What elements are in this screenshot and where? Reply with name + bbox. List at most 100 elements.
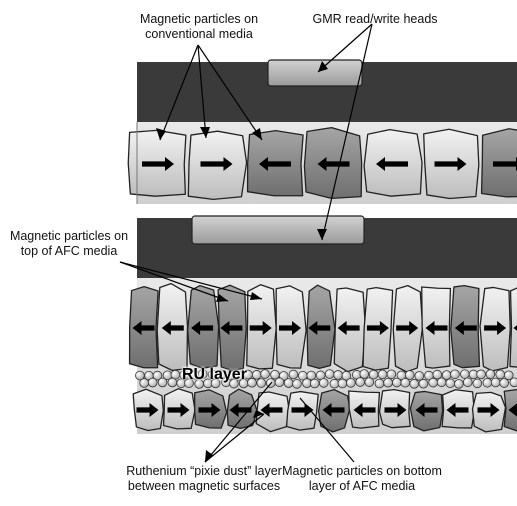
pixie-dust-particle-71	[392, 377, 402, 388]
pixie-dust-particle-78	[454, 379, 464, 389]
pixie-dust-particle-22	[324, 369, 335, 379]
afc-bottom-arrow-3	[198, 403, 221, 417]
pixie-dust-particle-23	[333, 370, 343, 380]
pixie-dust-particle-3	[152, 370, 163, 381]
pixie-dust-particle-15	[260, 369, 270, 379]
pixie-dust-particle-48	[184, 378, 194, 389]
pixie-dust-particle-26	[359, 369, 370, 379]
pixie-dust-particle-6	[179, 370, 189, 380]
conventional-gmr-slider	[267, 59, 363, 87]
afc-bottom-arrow-2	[167, 403, 190, 417]
pixie-dust-particle-8	[197, 369, 208, 379]
afc-bottom-arrow-9	[384, 403, 407, 417]
pixie-dust-particle-72	[400, 377, 411, 388]
pixie-dust-particle-69	[374, 378, 385, 389]
pixie-dust-particle-37	[460, 369, 470, 379]
leader-afc-top-1	[119, 261, 229, 302]
pixie-dust-particle-58	[274, 377, 285, 388]
pixie-dust-particle-84	[509, 377, 517, 388]
pixie-dust-particle-41	[495, 369, 506, 380]
label-conventional-particles: Magnetic particles on conventional media	[139, 12, 259, 41]
pixie-dust-particle-18	[288, 369, 299, 380]
pixie-dust-particle-76	[436, 377, 447, 388]
afc-bottom-arrow-12	[477, 403, 500, 417]
pixie-dust-particle-46	[167, 377, 178, 388]
pixie-dust-particle-75	[428, 377, 438, 388]
leader-lines	[119, 23, 373, 463]
afc-top-arrow-5	[249, 321, 272, 335]
afc-top-arrow-14	[513, 325, 517, 331]
label-pixie-dust: Ruthenium “pixie dust” layer between mag…	[126, 464, 282, 493]
pixie-dust-particle-82	[490, 377, 501, 388]
pixie-dust-particle-31	[404, 370, 415, 380]
label-afc-top-particles: Magnetic particles on top of AFC media	[9, 229, 129, 258]
afc-top-grain-row	[128, 282, 517, 373]
leader-arrowheads	[156, 61, 328, 462]
afc-bottom-arrow-6	[291, 403, 314, 417]
leader-afc-bottom	[299, 397, 355, 463]
pixie-dust-particle-56	[256, 378, 267, 388]
pixie-dust-particle-62	[309, 378, 320, 389]
pixie-dust-particle-81	[482, 377, 493, 388]
leader-gmr-1	[317, 23, 373, 73]
afc-bottom-arrow-4	[229, 403, 252, 417]
pixie-dust-particle-14	[251, 370, 262, 380]
pixie-dust-particle-68	[364, 377, 375, 387]
afc-top-arrow-7	[308, 321, 331, 335]
conventional-media-panel	[127, 59, 517, 204]
pixie-dust-particle-70	[383, 377, 393, 388]
afc-bottom-arrow-7	[322, 403, 345, 417]
afc-top-arrow-4	[220, 321, 243, 335]
pixie-dust-particle-43	[139, 378, 149, 388]
pixie-dust-particle-66	[346, 378, 356, 388]
leader-conv-3	[197, 44, 263, 141]
pixie-dust-particle-83	[499, 378, 509, 388]
leader-conv-2	[197, 44, 207, 139]
afc-bottom-arrow-13	[508, 403, 517, 417]
afc-top-arrow-12	[454, 321, 477, 335]
pixie-dust-particle-20	[306, 370, 317, 381]
afc-top-arrow-9	[366, 321, 389, 335]
pixie-dust-particle-80	[472, 378, 483, 389]
ruthenium-pixie-dust-layer	[135, 369, 517, 389]
pixie-dust-particle-36	[450, 369, 460, 380]
pixie-dust-particle-79	[462, 377, 473, 388]
conventional-arrow-7	[493, 157, 517, 171]
pixie-dust-particle-42	[503, 370, 514, 381]
pixie-dust-particle-28	[377, 369, 388, 380]
afc-top-arrow-10	[396, 321, 419, 335]
pixie-dust-particle-39	[476, 369, 486, 380]
pixie-dust-particle-67	[355, 377, 366, 387]
pixie-dust-particle-77	[445, 378, 456, 389]
afc-bottom-arrow-11	[446, 403, 469, 417]
leader-pixie-1	[204, 381, 273, 463]
pixie-dust-particle-29	[386, 369, 397, 380]
leader-conv-1	[159, 44, 199, 141]
afc-top-arrow-1	[132, 321, 155, 335]
afc-bottom-arrow-1	[136, 403, 159, 417]
pixie-dust-particle-63	[318, 378, 329, 388]
conventional-arrow-3	[259, 157, 291, 171]
afc-top-arrow-8	[337, 321, 360, 335]
afc-top-grain-14	[509, 287, 517, 368]
afc-bottom-arrow-10	[415, 403, 438, 417]
leader-pixie-2	[204, 413, 265, 463]
conventional-arrow-5	[376, 157, 408, 171]
afc-top-arrow-3	[191, 321, 214, 335]
pixie-dust-particle-51	[210, 378, 221, 389]
leader-gmr-2	[321, 23, 373, 241]
afc-gmr-slider	[191, 215, 365, 245]
pixie-dust-particle-34	[432, 369, 443, 380]
afc-top-arrow-6	[279, 321, 301, 335]
conventional-arrow-6	[434, 157, 467, 171]
afc-bottom-arrow-8	[353, 403, 376, 417]
pixie-dust-particle-74	[418, 378, 429, 389]
afc-bottom-grain-row	[132, 388, 517, 433]
pixie-dust-particle-45	[157, 377, 168, 388]
afc-top-arrow-11	[425, 321, 448, 335]
label-gmr-heads: GMR read/write heads	[312, 12, 438, 26]
conventional-arrow-4	[317, 157, 350, 171]
conventional-arrow-1	[142, 157, 174, 171]
